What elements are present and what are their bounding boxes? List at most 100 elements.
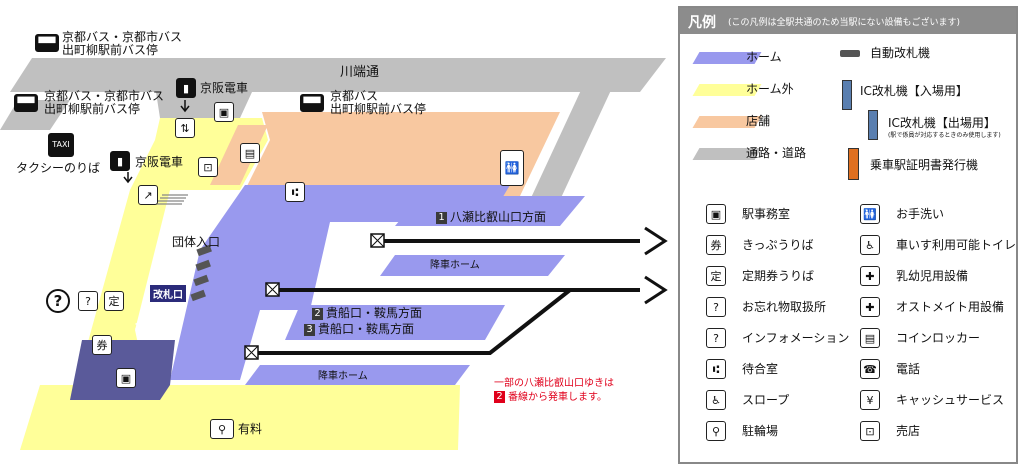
platform-1-direction: 八瀬比叡山口方面 [450,210,547,224]
platform-2-3 [285,305,505,340]
legend-area-label: 店舗 [746,114,771,128]
area-passage [156,92,252,118]
arrival-platform-1-label: 降車ホーム [430,260,480,271]
bus-stop-2-line2: 出町柳駅前バス停 [44,102,141,116]
legend-header: 凡例 (この凡例は全駅共通のため当駅にない設備もございます) [680,8,1016,34]
platform-3-direction: 貴船口・鞍馬方面 [318,322,415,336]
waiting-room-icon: ⑆ [706,359,726,379]
ticket-sales-icon: 券 [706,235,726,255]
escalator-icon: ↗ [138,185,158,205]
legend-title: 凡例 [688,15,716,31]
bus-icon: ▀▀ [300,94,324,112]
note-number: 2 [494,391,505,403]
taxi-stand-label: タクシーのりば [16,161,101,175]
arrival-platform-1 [380,255,565,276]
legend-ic-gate-out-note: (駅で係員が対応するときのみ使用します) [888,132,1001,139]
legend-facility-label: 駅事務室 [742,207,791,221]
note-line1: 一部の八瀬比叡山口ゆきは [494,378,614,389]
restroom-icon: 🚻 [860,204,880,224]
legend-facility-label: オストメイト用設備 [896,300,1005,314]
area-shop-1 [242,112,560,196]
atm-icon: ¥ [860,390,880,410]
station-office-icon: ▣ [214,102,234,122]
area-outside-platform [78,118,268,400]
station-office-icon: ▣ [116,368,136,388]
train-icon: ▮ [176,78,196,98]
legend-facility-label: お手洗い [896,207,945,221]
legend-facility-label: キャッシュサービス [896,393,1005,407]
bus-stop-2-line1: 京都バス・京都市バス [44,89,165,103]
restroom-icon: 🚻 [500,150,524,186]
bus-stop-1-line1: 京都バス・京都市バス [62,30,183,44]
ticket-gate-label: 改札口 [150,285,186,302]
platform-3-number: 3 [304,323,315,336]
road-kawabata-dori [10,58,666,92]
ticket-gate-1 [196,244,212,257]
ticket-gate-3 [193,274,209,287]
keihan-label-1: 京阪電車 [200,81,249,95]
legend-facility-label: インフォメーション [742,331,850,345]
shop-icon: ⊡ [860,421,880,441]
legend-facility-label: 駐輪場 [742,424,779,438]
legend-area-label: ホーム外 [746,82,794,96]
bus-stop-3-line2: 出町柳駅前バス停 [330,102,427,116]
information-icon: ? [706,328,726,348]
legend-area-label: 通路・道路 [746,146,807,160]
information-icon: ? [46,289,70,313]
commuter-pass-icon: 定 [104,291,124,311]
note-text: 番線から発車します。 [508,392,607,403]
station-office-icon: ▣ [706,204,726,224]
legend-facility-label: 電話 [896,362,921,376]
certificate-machine-icon [848,148,859,180]
bicycle-paid-label: 有料 [238,422,263,436]
bicycle-parking-icon: ⚲ [210,419,234,439]
legend-facility-label: 定期券うりば [742,269,815,283]
lost-found-icon: ? [78,291,98,311]
area-outside-platform-bottom [20,385,460,450]
track-3 [250,288,572,355]
bus-stop-3-line1: 京都バス [330,89,379,103]
keihan-label-2: 京阪電車 [135,155,184,169]
ticket-sales-icon: 券 [92,335,112,355]
telephone-icon: ☎ [860,359,880,379]
slope-icon: ♿ [706,390,726,410]
legend: 凡例 (この凡例は全駅共通のため当駅にない設備もございます) ホームホーム外店舗… [678,6,1018,464]
legend-facility-label: 待合室 [742,362,779,376]
legend-facility-label: コインロッカー [896,331,981,345]
legend-facility-label: お忘れ物取扱所 [742,300,827,314]
platform-main [170,185,510,380]
legend-facility-label: 乳幼児用設備 [896,269,969,283]
bus-stop-1-line2: 出町柳駅前バス停 [62,43,159,57]
legend-facility-label: きっぷうりば [742,238,814,252]
ic-gate-out-icon [868,110,878,140]
taxi-icon: TAXI [48,133,74,157]
legend-ic-gate-out: IC改札機【出場用】 [888,116,996,130]
legend-auto-gate: 自動改札機 [870,46,931,60]
arrival-platform-2 [245,365,470,385]
train-icon: ▮ [110,151,130,171]
shop-icon: ⊡ [198,157,218,177]
bus-icon: ▀▀ [35,34,59,52]
coin-locker-icon: ▤ [240,143,260,163]
direction-arrow-2 [644,275,668,305]
ticket-gate-2 [195,259,211,272]
ostomate-icon: ✚ [860,297,880,317]
legend-certificate: 乗車駅証明書発行機 [870,158,979,172]
legend-area-label: ホーム [746,50,782,64]
ticket-gate-4 [190,289,206,302]
arrow-down-icon [123,172,133,184]
legend-facility-label: 車いす利用可能トイレ [896,238,1017,252]
commuter-pass-icon: 定 [706,266,726,286]
road-side [530,88,612,200]
direction-arrow-1 [644,226,668,256]
bicycle-parking-icon: ⚲ [706,421,726,441]
waiting-room-icon: ⑆ [285,182,305,202]
legend-facility-label: 売店 [896,424,921,438]
auto-gate-icon [840,50,860,57]
legend-ic-gate-in: IC改札機【入場用】 [860,84,968,98]
lost-found-icon: ? [706,297,726,317]
